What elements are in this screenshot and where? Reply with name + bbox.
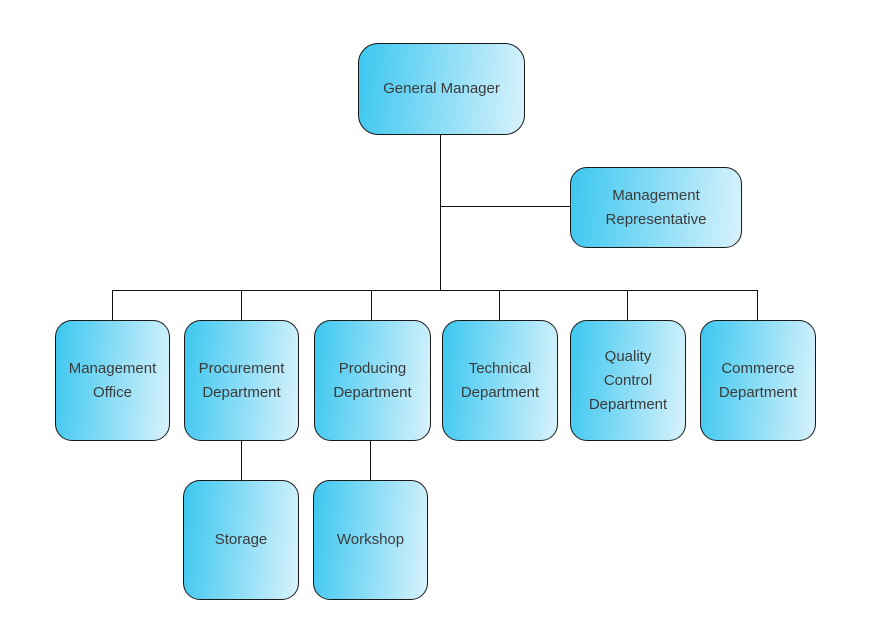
connector-producing-workshop — [370, 441, 372, 480]
node-label: Technical Department — [460, 359, 540, 401]
node-producing-department: Producing Department — [314, 320, 431, 441]
node-label: Producing Department — [333, 359, 412, 401]
connector-stub-commerce — [757, 290, 759, 320]
connector-bus — [112, 290, 758, 292]
node-label: Procurement Department — [198, 359, 285, 401]
node-label: Quality Control Department — [588, 347, 668, 413]
connector-gm-trunk — [440, 135, 442, 291]
connector-procurement-storage — [241, 441, 243, 480]
node-commerce-department: Commerce Department — [700, 320, 816, 441]
node-label: Management Representative — [605, 186, 707, 228]
connector-stub-quality-control — [627, 290, 629, 320]
connector-stub-procurement — [241, 290, 243, 320]
node-storage: Storage — [183, 480, 299, 600]
node-technical-department: Technical Department — [442, 320, 558, 441]
connector-stub-management-office — [112, 290, 114, 320]
node-label: Storage — [214, 531, 268, 548]
node-label: Workshop — [336, 531, 405, 548]
node-label: Management Office — [68, 359, 157, 401]
node-label: Commerce Department — [718, 359, 798, 401]
connector-stub-technical — [499, 290, 501, 320]
node-procurement-department: Procurement Department — [184, 320, 299, 441]
node-management-representative: Management Representative — [570, 167, 742, 248]
node-workshop: Workshop — [313, 480, 428, 600]
node-general-manager: General Manager — [358, 43, 525, 135]
node-label: General Manager — [383, 80, 500, 97]
connector-management-representative — [440, 206, 570, 208]
node-quality-control-department: Quality Control Department — [570, 320, 686, 441]
node-management-office: Management Office — [55, 320, 170, 441]
connector-stub-producing — [371, 290, 373, 320]
